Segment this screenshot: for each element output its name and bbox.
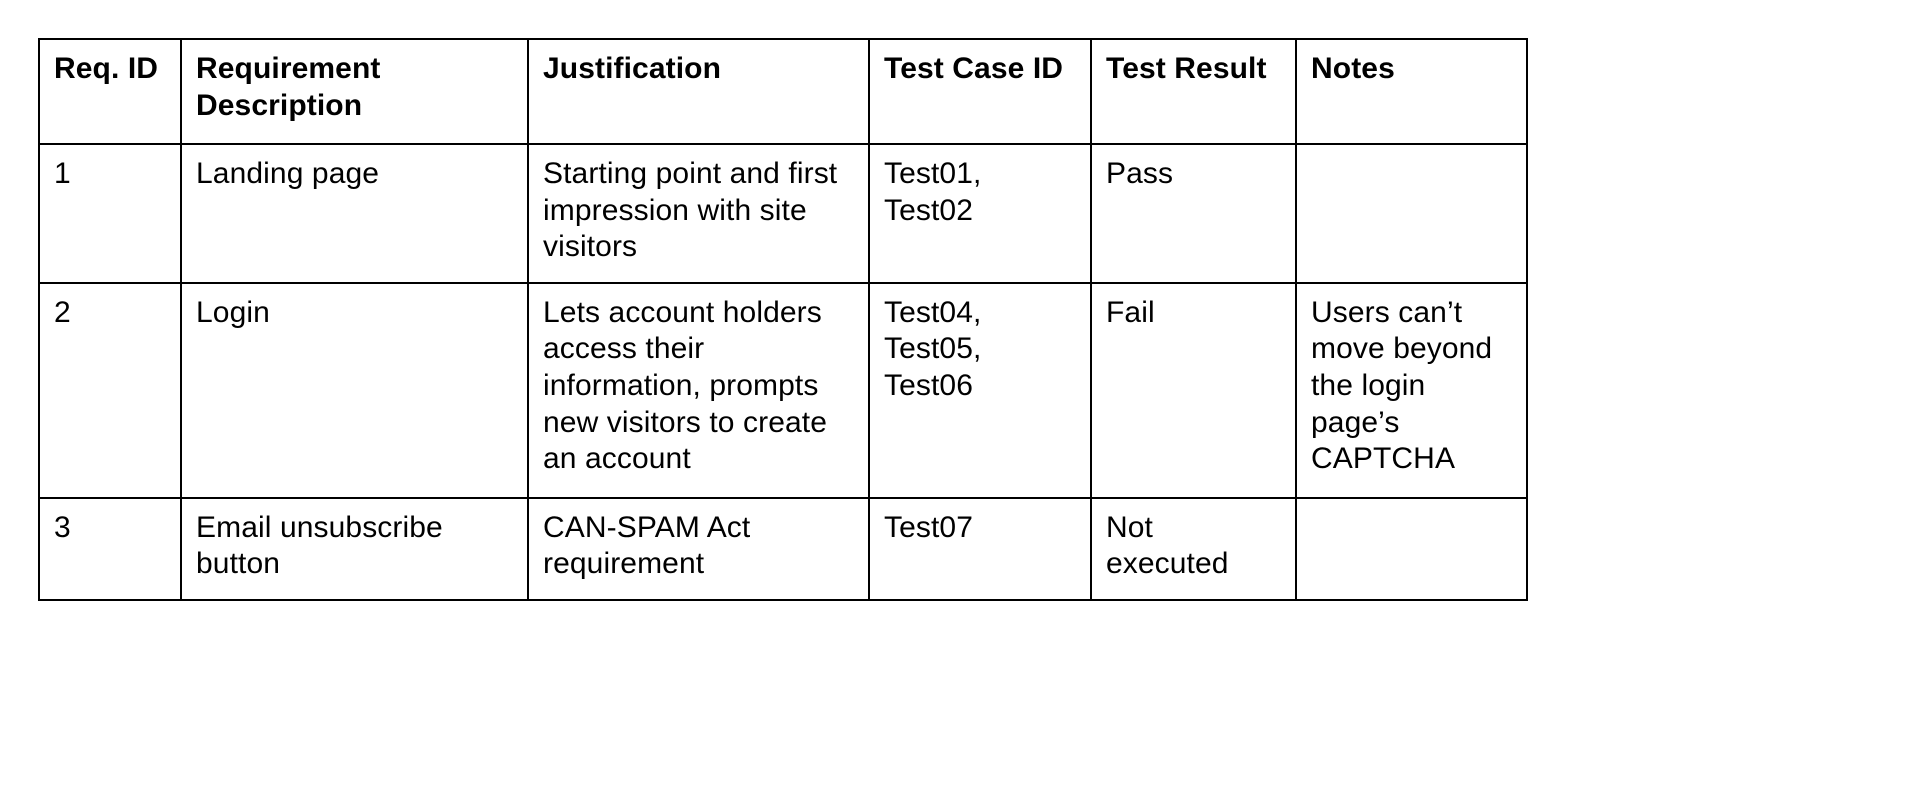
cell-test-case-id: Test04, Test05, Test06 — [868, 281, 1092, 499]
cell-req-id: 1 — [38, 143, 182, 284]
requirements-traceability-table: Req. ID Requirement Description Justific… — [38, 38, 1528, 601]
cell-notes-value — [1311, 510, 1512, 511]
column-header-req-id: Req. ID — [38, 38, 182, 145]
cell-test-case-id-value: Test04, Test05, Test06 — [884, 295, 982, 402]
cell-notes: Users can’t move beyond the login page’s… — [1295, 281, 1528, 499]
cell-test-result-value: Not executed — [1106, 510, 1229, 581]
cell-notes — [1295, 496, 1528, 601]
column-header-notes: Notes — [1295, 38, 1528, 145]
requirements-table-container: Req. ID Requirement Description Justific… — [38, 38, 1528, 601]
table-row: 3 Email unsubscribe button CAN-SPAM Act … — [38, 496, 1528, 601]
cell-req-id: 3 — [38, 496, 182, 601]
cell-req-id-value: 2 — [54, 295, 71, 329]
cell-requirement-description: Email unsubscribe button — [180, 496, 529, 601]
column-header-requirement-description-label: Requirement Description — [196, 52, 381, 122]
cell-justification-value: Starting point and first impression with… — [543, 157, 838, 264]
cell-test-result-value: Pass — [1106, 157, 1174, 190]
cell-test-result: Not executed — [1090, 496, 1297, 601]
cell-test-result-value: Fail — [1106, 295, 1155, 329]
cell-test-case-id: Test07 — [868, 496, 1092, 601]
table-header-row: Req. ID Requirement Description Justific… — [38, 38, 1528, 145]
column-header-test-result: Test Result — [1090, 38, 1297, 145]
column-header-notes-label: Notes — [1311, 52, 1395, 85]
cell-test-case-id-value: Test01, Test02 — [884, 157, 982, 227]
cell-requirement-description: Login — [180, 281, 529, 499]
column-header-requirement-description: Requirement Description — [180, 38, 529, 145]
column-header-test-case-id: Test Case ID — [868, 38, 1092, 145]
cell-test-case-id-value: Test07 — [884, 510, 973, 544]
cell-justification: Starting point and first impression with… — [527, 143, 870, 284]
cell-notes-value — [1311, 156, 1512, 157]
column-header-test-result-label: Test Result — [1106, 52, 1267, 85]
cell-test-case-id: Test01, Test02 — [868, 143, 1092, 284]
cell-req-id: 2 — [38, 281, 182, 499]
cell-req-id-value: 1 — [54, 157, 71, 190]
column-header-test-case-id-label: Test Case ID — [884, 52, 1064, 85]
cell-justification-value: CAN-SPAM Act requirement — [543, 510, 751, 581]
cell-requirement-description-value: Landing page — [196, 157, 380, 190]
cell-justification-value: Lets account holders access their inform… — [543, 295, 827, 476]
table-row: 1 Landing page Starting point and first … — [38, 143, 1528, 284]
cell-justification: CAN-SPAM Act requirement — [527, 496, 870, 601]
cell-requirement-description: Landing page — [180, 143, 529, 284]
cell-test-result: Pass — [1090, 143, 1297, 284]
column-header-justification: Justification — [527, 38, 870, 145]
table-row: 2 Login Lets account holders access thei… — [38, 281, 1528, 499]
cell-justification: Lets account holders access their inform… — [527, 281, 870, 499]
cell-requirement-description-value: Login — [196, 295, 270, 329]
column-header-justification-label: Justification — [543, 52, 721, 85]
cell-notes-value: Users can’t move beyond the login page’s… — [1311, 295, 1493, 476]
cell-req-id-value: 3 — [54, 510, 71, 544]
column-header-req-id-label: Req. ID — [54, 52, 159, 85]
cell-test-result: Fail — [1090, 281, 1297, 499]
cell-notes — [1295, 143, 1528, 284]
cell-requirement-description-value: Email unsubscribe button — [196, 510, 443, 581]
